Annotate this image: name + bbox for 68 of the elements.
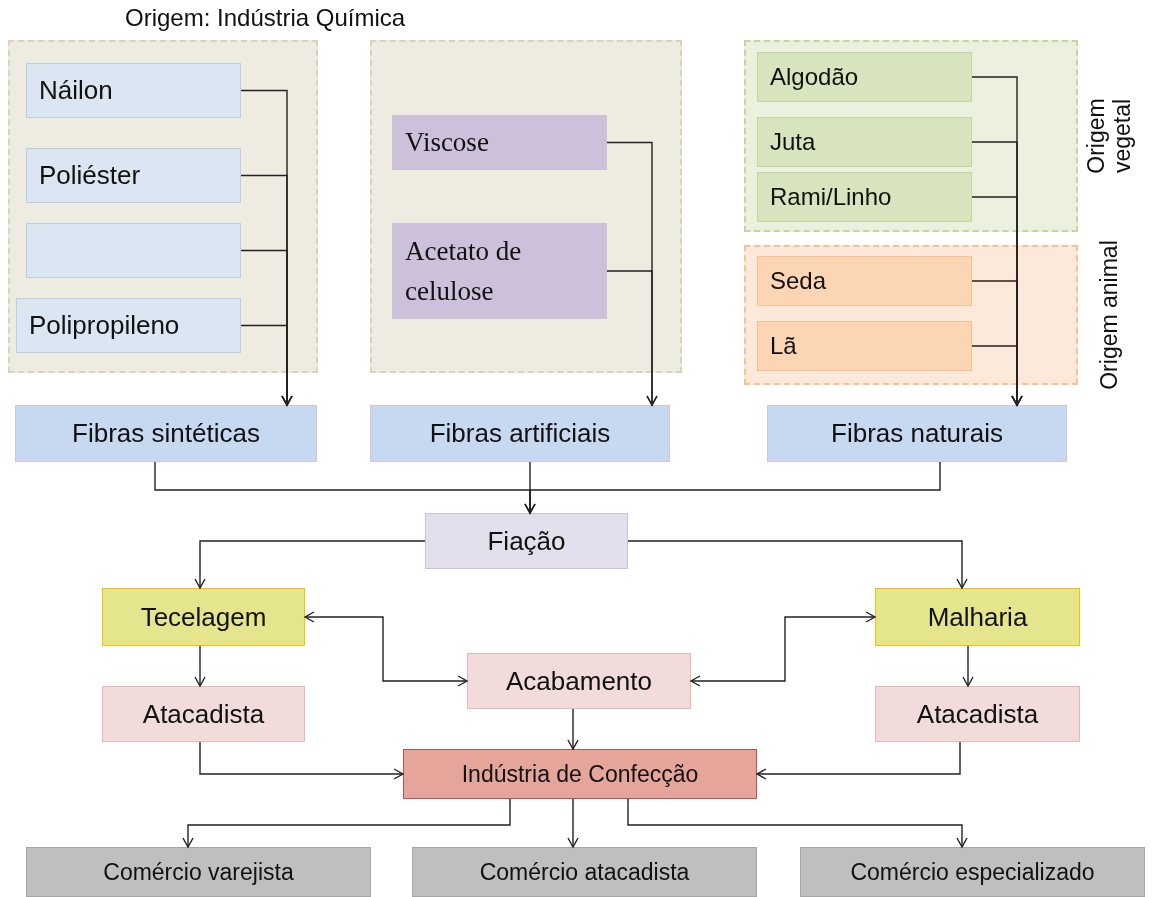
node-label: Acetato de celulose bbox=[405, 234, 523, 308]
process-box bbox=[767, 405, 1067, 462]
node-label: Náilon bbox=[39, 75, 113, 106]
connector-arrow bbox=[962, 645, 974, 687]
connector-arrow bbox=[240, 324, 293, 406]
process-box bbox=[370, 405, 670, 462]
outlet-box bbox=[26, 847, 371, 897]
connector-arrow bbox=[627, 798, 968, 848]
node-label: Viscose bbox=[405, 126, 489, 160]
connector-arrow bbox=[627, 540, 968, 589]
process-box bbox=[425, 513, 628, 569]
connector-arrow bbox=[606, 270, 658, 406]
process-box bbox=[875, 588, 1080, 646]
node-label: Fibras artificiais bbox=[429, 418, 611, 449]
connector-arrow bbox=[194, 540, 426, 589]
fiber-box bbox=[26, 148, 241, 203]
fiber-box bbox=[757, 52, 972, 102]
empty-box bbox=[26, 223, 241, 278]
node-label: Polipropileno bbox=[29, 310, 180, 341]
node-label: Fibras sintéticas bbox=[72, 418, 260, 449]
process-box bbox=[403, 749, 757, 799]
outlet-box bbox=[412, 847, 757, 897]
node-label: Seda bbox=[770, 267, 827, 295]
node-label: Fibras naturais bbox=[831, 418, 1003, 449]
connector-arrow bbox=[567, 708, 579, 750]
empty-box bbox=[8, 40, 318, 373]
fiber-box bbox=[16, 298, 241, 353]
fiber-box bbox=[392, 115, 607, 170]
node-label: Comércio atacadista bbox=[479, 858, 690, 886]
connector-arrow bbox=[182, 798, 511, 848]
node-label: Algodão bbox=[770, 63, 859, 91]
fiber-box bbox=[392, 223, 607, 319]
node-label: Malharia bbox=[927, 601, 1028, 633]
fiber-box bbox=[757, 256, 972, 306]
node-label: Comércio varejista bbox=[103, 858, 294, 886]
node-label: Poliéster bbox=[39, 160, 141, 191]
node-label: Acabamento bbox=[506, 665, 652, 697]
connector-arrow bbox=[756, 741, 961, 780]
node-label: Juta bbox=[770, 128, 816, 156]
process-box bbox=[15, 405, 317, 462]
fiber-box bbox=[757, 172, 972, 222]
section-heading: Origem: Indústria Química bbox=[125, 4, 406, 32]
process-box bbox=[102, 686, 305, 742]
connector-arrow bbox=[567, 798, 579, 848]
group-label: Origem vegetal bbox=[1082, 97, 1136, 176]
fiber-box bbox=[757, 117, 972, 167]
outlet-box bbox=[800, 847, 1145, 897]
node-label: Comércio especializado bbox=[850, 858, 1095, 886]
connector-arrow bbox=[971, 345, 1023, 406]
connector-arrow bbox=[194, 645, 206, 687]
node-label: Indústria de Confecção bbox=[461, 760, 699, 788]
connector-arrow bbox=[524, 461, 941, 514]
connector-arrow bbox=[690, 611, 876, 687]
group-label: Origem animal bbox=[1095, 240, 1123, 390]
process-box bbox=[467, 653, 691, 709]
fiber-box bbox=[26, 63, 241, 118]
node-label: Rami/Linho bbox=[770, 183, 892, 211]
process-box bbox=[875, 686, 1080, 742]
node-label: Tecelagem bbox=[140, 601, 267, 633]
connector-arrow bbox=[304, 611, 468, 687]
fiber-box bbox=[757, 321, 972, 371]
node-label: Lã bbox=[770, 332, 797, 360]
empty-box bbox=[370, 40, 682, 373]
node-label: Atacadista bbox=[142, 698, 265, 730]
node-label: Fiação bbox=[487, 525, 566, 557]
connector-arrow bbox=[199, 741, 404, 780]
node-label: Atacadista bbox=[916, 698, 1039, 730]
process-box bbox=[102, 588, 305, 646]
